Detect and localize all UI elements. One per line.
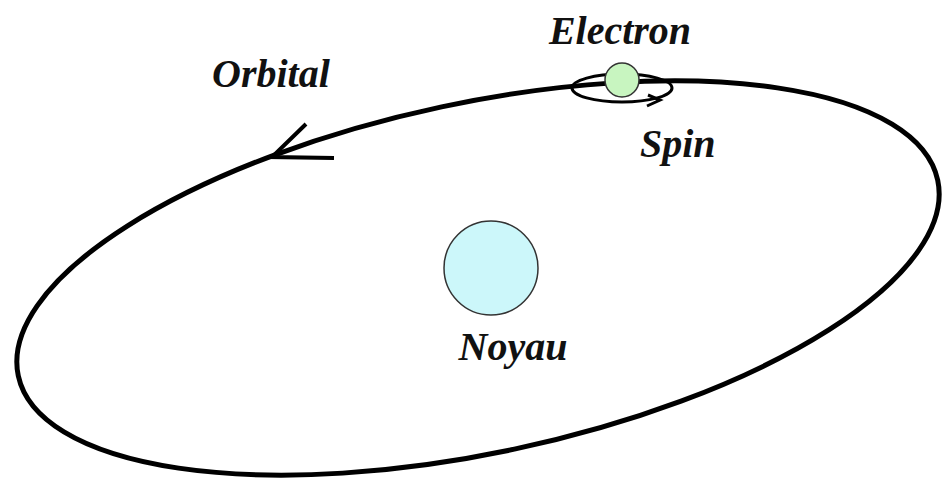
circle-outline xyxy=(605,63,639,97)
node-text: Electron xyxy=(549,9,691,53)
orbital-label: Orbital xyxy=(212,52,330,96)
circle-outline xyxy=(444,221,538,315)
spin-label: Spin xyxy=(640,122,716,166)
circle-shape xyxy=(601,59,643,101)
orbit-arrow xyxy=(272,124,334,158)
orbit-ellipse xyxy=(0,9,946,484)
circle-shape xyxy=(440,217,542,319)
nucleus-circle: Noyau xyxy=(433,217,550,369)
electron-circle: Electron xyxy=(547,9,698,101)
spin-arrow xyxy=(647,95,660,106)
node-text: Noyau xyxy=(459,325,568,369)
